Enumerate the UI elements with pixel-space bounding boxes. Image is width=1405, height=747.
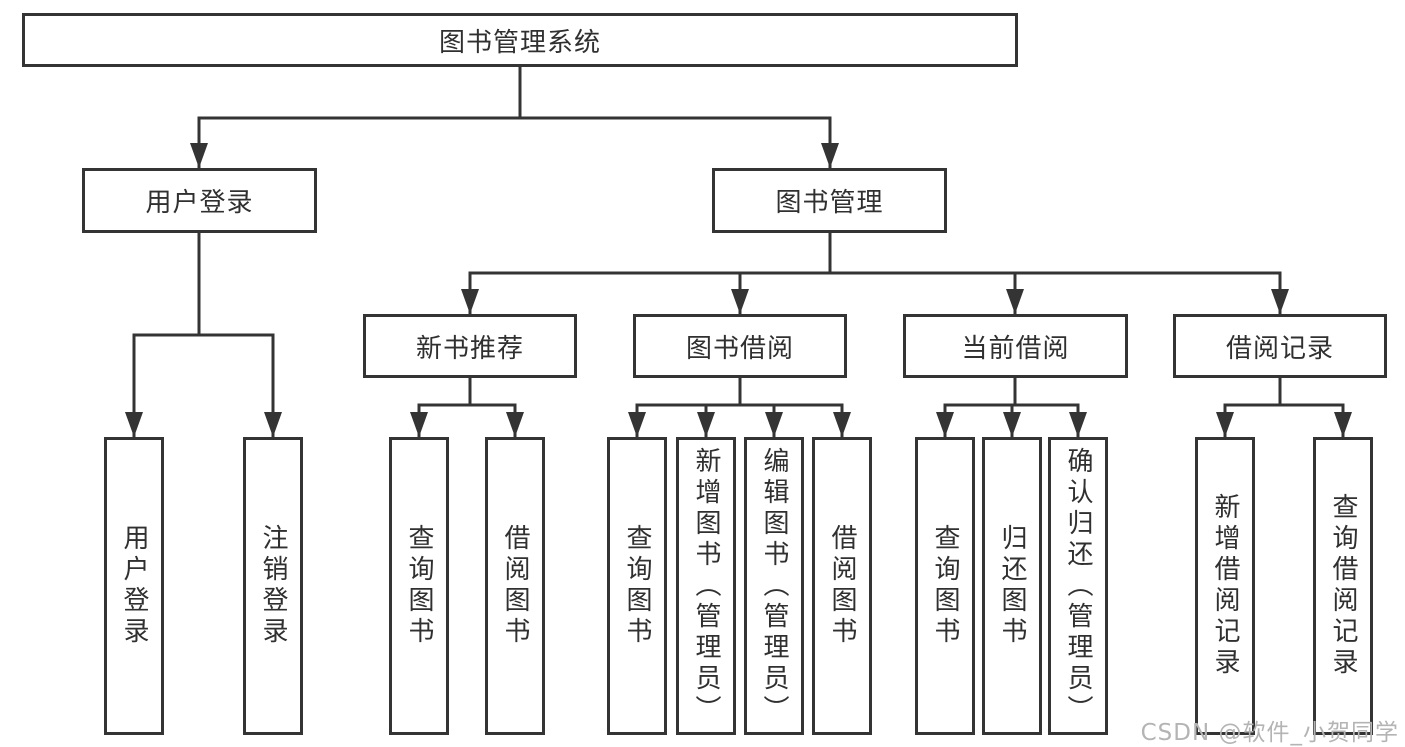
arrowhead-icon [506, 412, 524, 437]
node-label: 查询图书 [404, 524, 434, 648]
leaf-query-borrow-record: 查询借阅记录 [1313, 437, 1373, 735]
arrowhead-icon [628, 412, 646, 437]
node-label: 借阅图书 [827, 524, 857, 648]
arrowhead-icon [731, 289, 749, 314]
csdn-watermark: CSDN @软件_小贺同学 [1140, 720, 1399, 746]
leaf-confirm-return-admin: 确认归还（管理员） [1048, 437, 1108, 735]
arrowhead-icon [821, 143, 839, 168]
arrowhead-icon [1271, 289, 1289, 314]
connector-bookmgmt-children [461, 233, 1289, 314]
node-label: 查询图书 [622, 524, 652, 648]
leaf-logout: 注销登录 [243, 437, 303, 735]
leaf-query-books-recommend: 查询图书 [389, 437, 449, 735]
arrowhead-icon [1216, 412, 1234, 437]
node-label: 归还图书 [997, 524, 1027, 648]
arrowhead-icon [410, 412, 428, 437]
node-label: 用户登录 [119, 524, 149, 648]
leaf-return-book: 归还图书 [982, 437, 1042, 735]
node-label: 图书管理 [775, 188, 884, 218]
arrowhead-icon [264, 412, 282, 437]
node-label: 当前借阅 [961, 333, 1070, 364]
node-label: 查询图书 [930, 524, 960, 648]
node-user-login: 用户登录 [82, 168, 317, 233]
node-book-borrowing: 图书借阅 [633, 314, 847, 378]
arrowhead-icon [1069, 412, 1087, 437]
leaf-borrow-books-recommend: 借阅图书 [485, 437, 545, 735]
connector-borrowrecords-children [1216, 378, 1352, 437]
leaf-query-books-borrowing: 查询图书 [607, 437, 667, 735]
arrowhead-icon [125, 412, 143, 437]
connector-currentborrow-children [936, 378, 1087, 437]
node-new-book-recommendation: 新书推荐 [363, 314, 577, 378]
arrowhead-icon [697, 412, 715, 437]
node-label: 用户登录 [145, 188, 254, 218]
node-label: 借阅图书 [500, 524, 530, 648]
arrowhead-icon [765, 412, 783, 437]
node-label: 借阅记录 [1225, 333, 1334, 364]
connector-root-to-level2 [190, 67, 839, 168]
arrowhead-icon [190, 143, 208, 168]
connector-userlogin-children [125, 233, 282, 437]
leaf-user-login: 用户登录 [104, 437, 164, 735]
node-label: 编辑图书（管理员） [759, 446, 789, 726]
connector-bookborrow-children [628, 378, 851, 437]
arrowhead-icon [936, 412, 954, 437]
arrowhead-icon [1006, 289, 1024, 314]
node-label: 新书推荐 [415, 333, 524, 364]
leaf-edit-book-admin: 编辑图书（管理员） [744, 437, 804, 735]
leaf-add-book-admin: 新增图书（管理员） [676, 437, 736, 735]
arrowhead-icon [1334, 412, 1352, 437]
node-book-management: 图书管理 [712, 168, 947, 233]
node-label: 查询借阅记录 [1328, 493, 1358, 679]
node-label: 新增图书（管理员） [691, 446, 721, 726]
leaf-add-borrow-record: 新增借阅记录 [1195, 437, 1255, 735]
leaf-borrow-books-borrowing: 借阅图书 [812, 437, 872, 735]
node-borrowing-records: 借阅记录 [1173, 314, 1387, 378]
node-library-management-system: 图书管理系统 [22, 13, 1018, 67]
node-label: 图书借阅 [685, 333, 794, 364]
arrowhead-icon [1003, 412, 1021, 437]
node-label: 图书管理系统 [438, 27, 601, 58]
connector-newbook-children [410, 378, 524, 437]
leaf-query-books-current: 查询图书 [915, 437, 975, 735]
node-current-borrowing: 当前借阅 [903, 314, 1128, 378]
node-label: 注销登录 [258, 524, 288, 648]
arrowhead-icon [461, 289, 479, 314]
node-label: 确认归还（管理员） [1063, 446, 1093, 726]
node-label: 新增借阅记录 [1210, 493, 1240, 679]
arrowhead-icon [833, 412, 851, 437]
